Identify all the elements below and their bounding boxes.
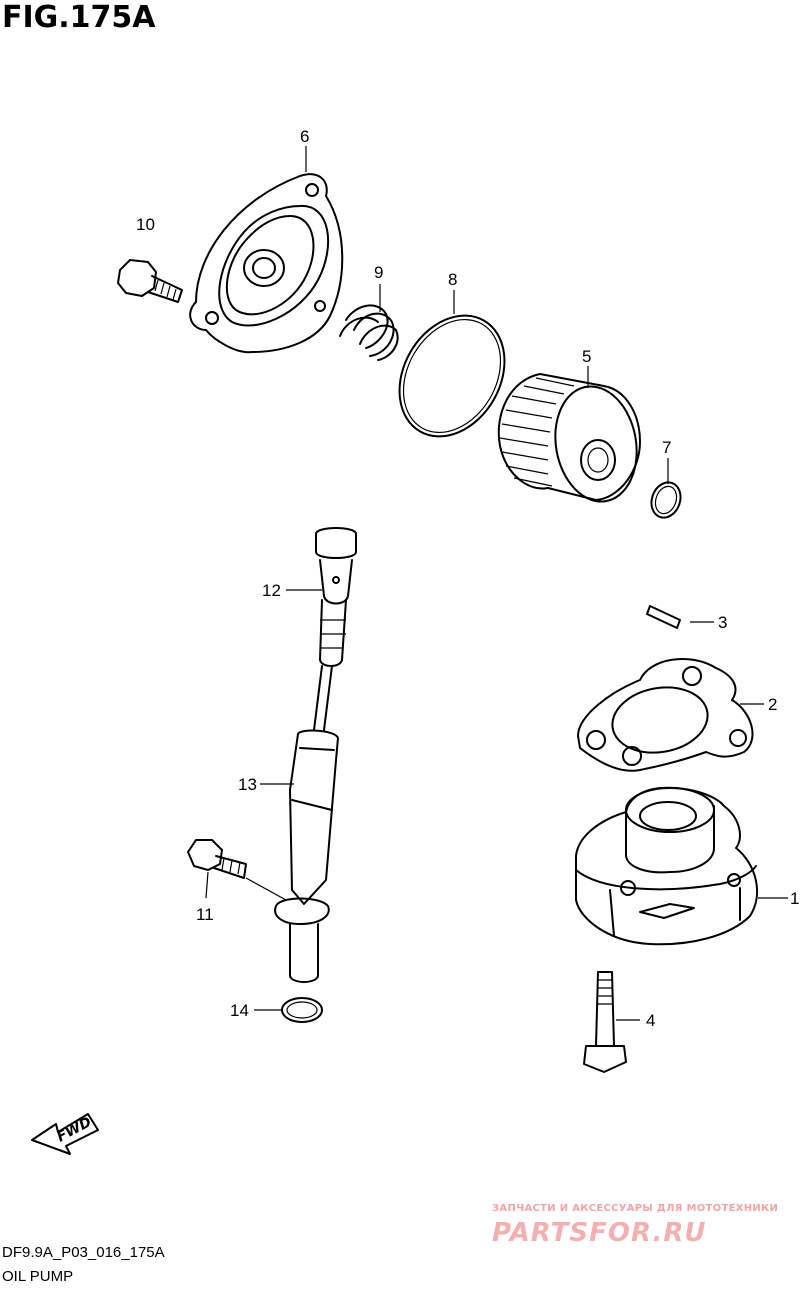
part-1-oil-pump (575, 786, 788, 946)
callout-13: 13 (238, 775, 257, 794)
part-7-small-o-ring (650, 458, 682, 519)
part-11-bolt (187, 839, 287, 901)
part-10-bolt (117, 259, 183, 303)
callout-10: 10 (136, 215, 155, 234)
part-2-gasket (577, 657, 764, 772)
callout-5: 5 (582, 347, 591, 366)
callout-3: 3 (718, 613, 727, 632)
callout-2: 2 (768, 695, 777, 714)
callout-12: 12 (262, 581, 281, 600)
callout-4: 4 (646, 1011, 655, 1030)
fwd-arrow-icon: FWD (31, 1113, 99, 1155)
callout-14: 14 (230, 1001, 249, 1020)
part-6-cover (189, 146, 344, 354)
part-14-o-ring (254, 997, 323, 1023)
callout-1: 1 (790, 889, 799, 908)
part-dipstick-rod (313, 665, 333, 731)
part-5-oil-filter (497, 366, 641, 503)
figure-title: FIG.175A (2, 0, 156, 35)
callout-8: 8 (448, 270, 457, 289)
watermark-logo: PARTSFOR.RU (492, 1218, 707, 1248)
part-12-dipstick-handle (286, 527, 357, 667)
watermark-subtitle: ЗАПЧАСТИ И АКСЕССУАРЫ ДЛЯ МОТОТЕХНИКИ (492, 1203, 779, 1214)
callout-11: 11 (196, 905, 214, 924)
part-9-spring (339, 284, 399, 361)
callout-6: 6 (300, 127, 309, 146)
part-8-o-ring (398, 290, 506, 438)
callout-9: 9 (374, 263, 383, 282)
figure-caption: OIL PUMP (2, 1268, 74, 1285)
callout-7: 7 (662, 438, 671, 457)
part-13-guide-tube (260, 729, 339, 983)
part-3-pin (646, 605, 714, 629)
part-4-bolt (583, 971, 640, 1073)
figure-code: DF9.9A_P03_016_175A (2, 1244, 165, 1261)
